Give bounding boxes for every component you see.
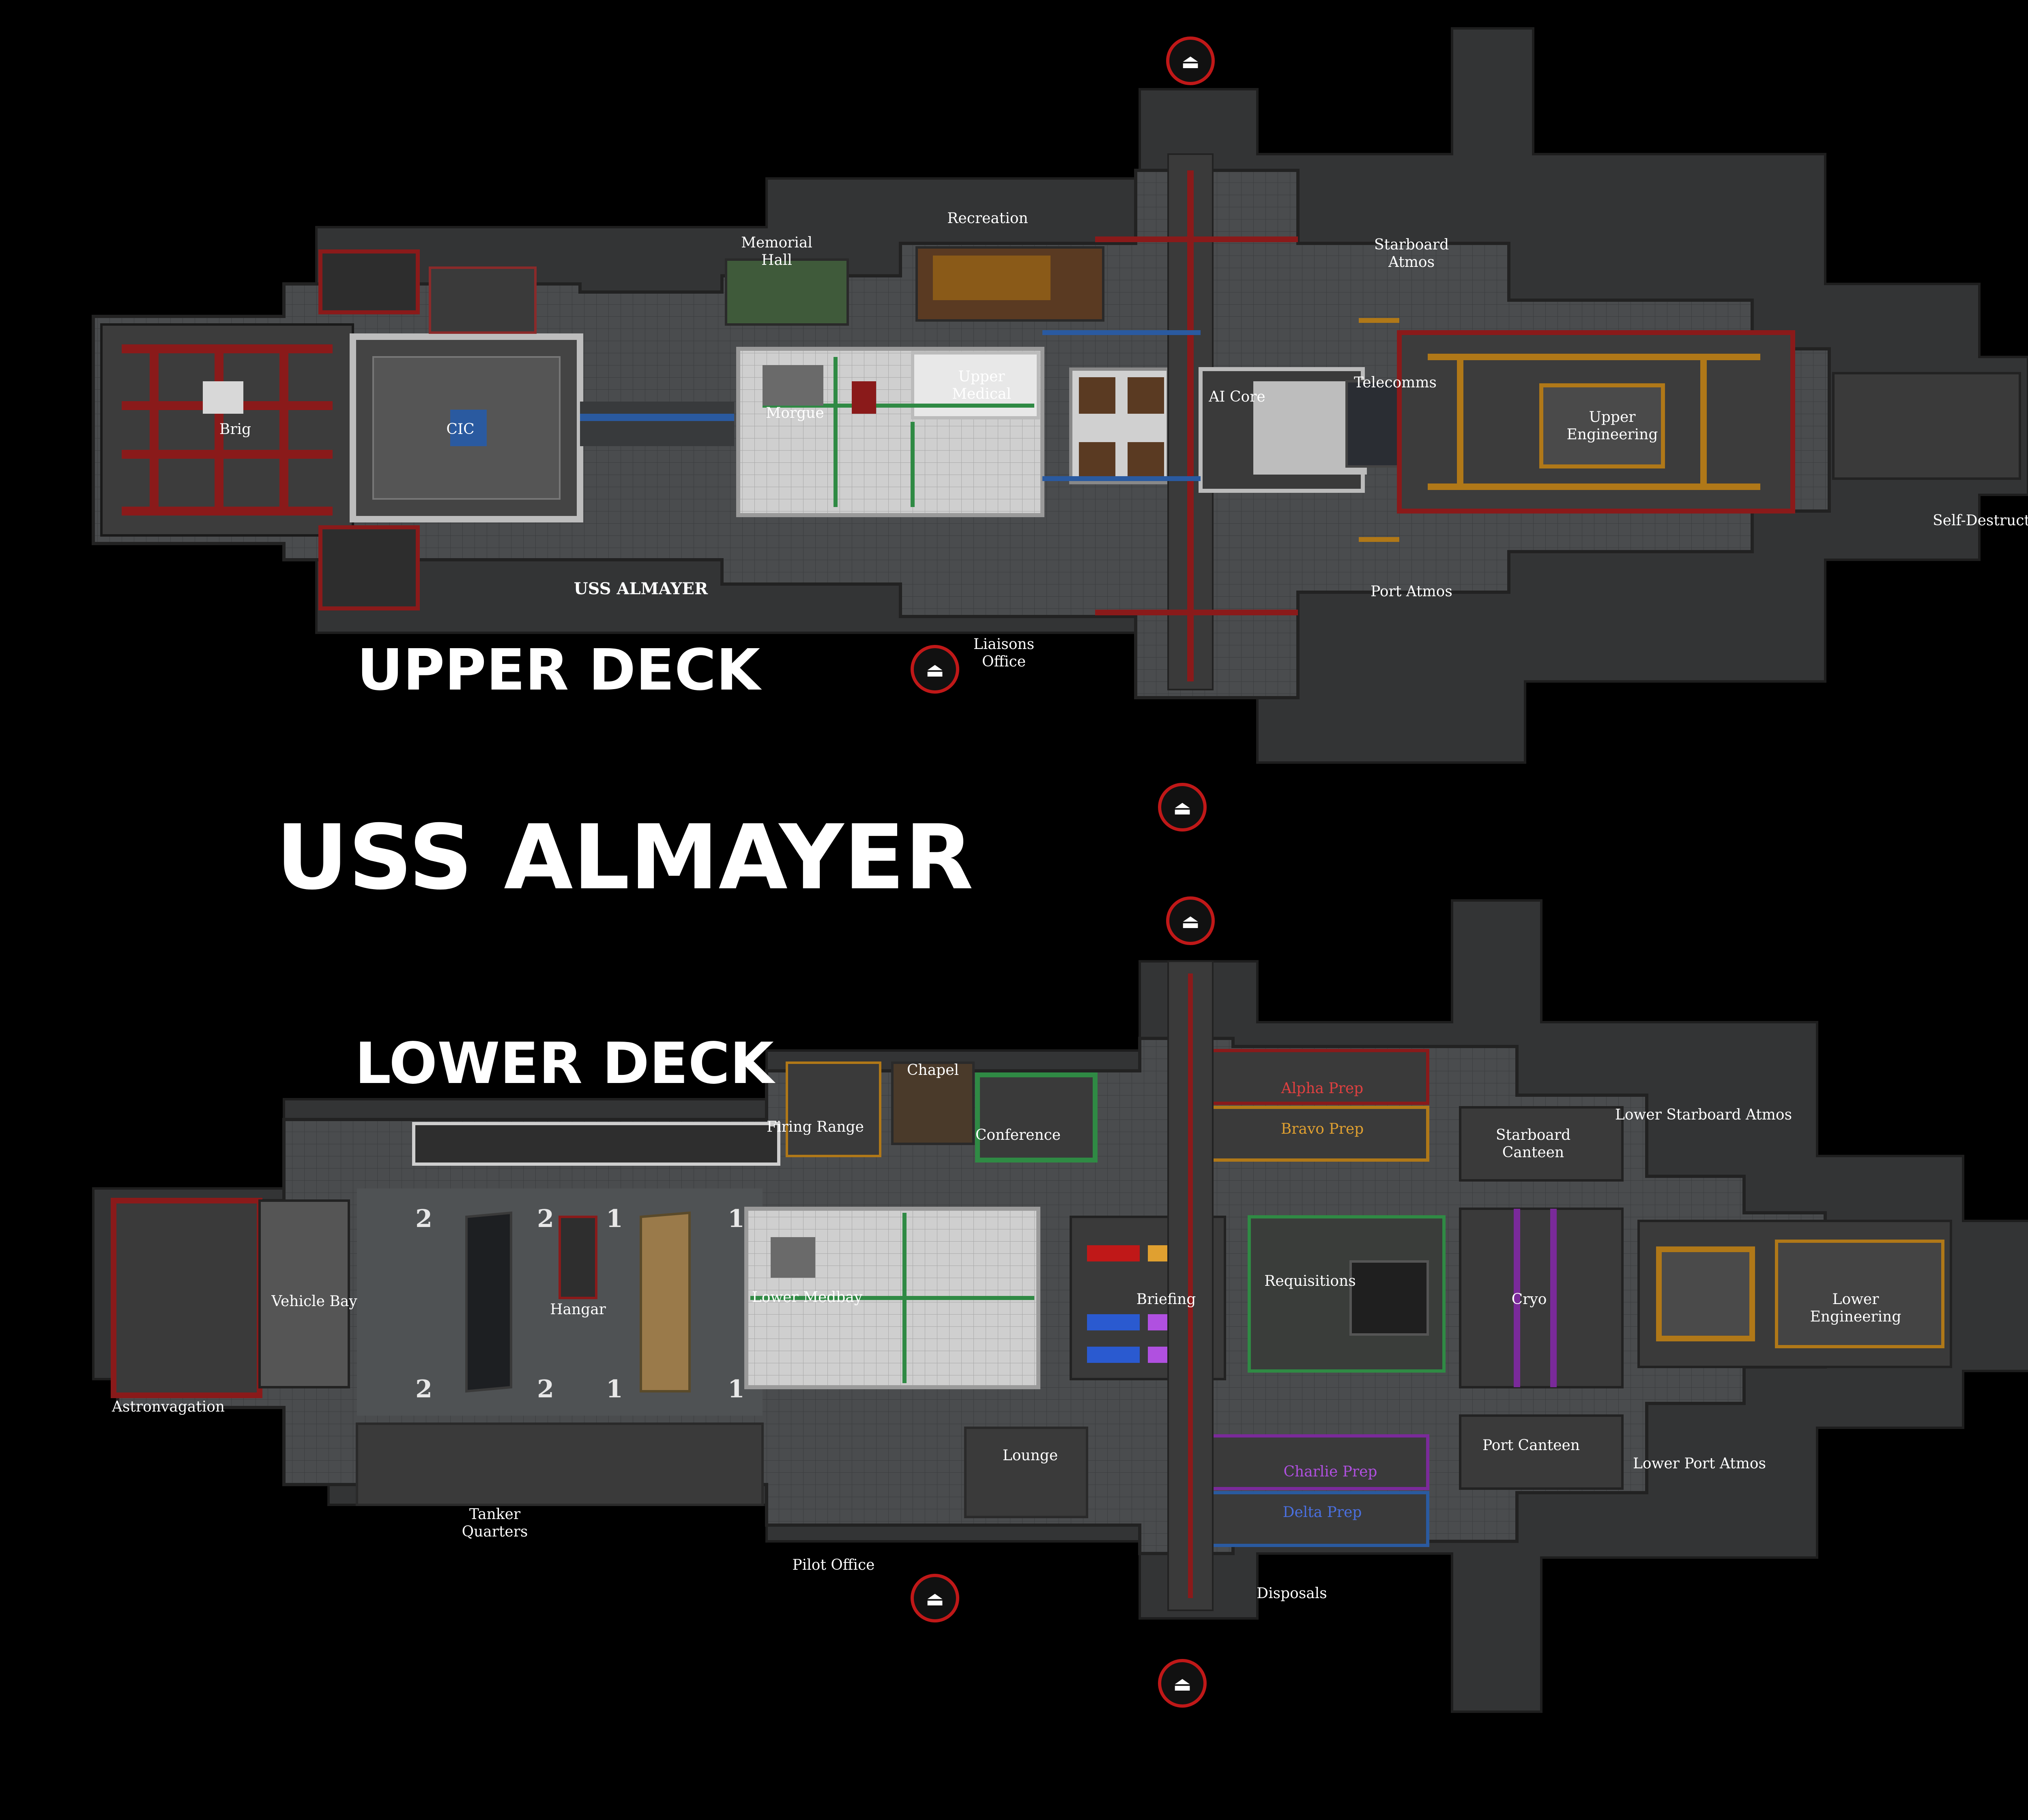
room-label: Bravo Prep (1281, 1121, 1364, 1137)
firing-range-area (786, 1061, 881, 1157)
room-label: Lower Port Atmos (1633, 1455, 1766, 1472)
room-label: Conference (975, 1127, 1061, 1143)
hangar-marker: 1 (606, 1375, 623, 1403)
room-label: AI Core (1208, 389, 1265, 405)
delta-prep-area (1199, 1491, 1429, 1547)
room-label: Port Canteen (1482, 1437, 1580, 1454)
lower-room-labels: Astronvagation Vehicle Bay Hangar Firing… (112, 1062, 1901, 1602)
room-label: Recreation (947, 210, 1028, 227)
hangar-marker: 2 (537, 1205, 554, 1233)
hangar-area (357, 1188, 763, 1416)
chapel-area (891, 1061, 975, 1145)
elevator-icon: ⏏ (926, 1588, 944, 1610)
hangar-marker: 2 (415, 1205, 432, 1233)
self-destruct-area (1832, 372, 2021, 480)
lower-elevator-pilot[interactable]: ⏏ (911, 1574, 959, 1622)
hangar-marker: 1 (728, 1375, 745, 1403)
upper-deck-heading: UPPER DECK (357, 637, 762, 703)
tanker-quarters-area (356, 1422, 764, 1506)
lower-elevator-bottom[interactable]: ⏏ (1158, 1659, 1207, 1708)
upper-elevator-liaison[interactable]: ⏏ (911, 645, 959, 694)
elevator-icon: ⏏ (926, 659, 944, 681)
upper-engineering-area (1397, 330, 1795, 514)
room-label: Lounge (1003, 1447, 1058, 1464)
room-label: Port Atmos (1371, 583, 1452, 600)
room-label: Pilot Office (793, 1557, 875, 1573)
room-label: Delta Prep (1283, 1504, 1362, 1521)
room-label: Hangar (550, 1301, 606, 1318)
room-label: Cryo (1512, 1291, 1547, 1308)
room-label: Charlie Prep (1284, 1463, 1377, 1480)
lower-deck-heading: LOWER DECK (355, 1031, 776, 1097)
room-label: Briefing (1136, 1291, 1196, 1308)
lower-deck-map (92, 899, 2028, 1713)
upper-deck-map (92, 27, 2028, 764)
cic-medical-corridor (580, 402, 734, 446)
room-label: Firing Range (767, 1119, 864, 1135)
lounge-area (964, 1427, 1088, 1518)
conference-area (975, 1072, 1098, 1162)
hangar-marker: 2 (415, 1375, 432, 1403)
astronavigation-area (111, 1198, 262, 1398)
alpha-prep-area (1199, 1049, 1429, 1105)
hangar-marker: 2 (537, 1375, 554, 1403)
cryo-area (1459, 1208, 1624, 1388)
memorial-hall-area (725, 258, 849, 326)
room-label: Morgue (766, 405, 824, 421)
room-label: Telecomms (1354, 374, 1437, 391)
starboard-canteen-area (1459, 1106, 1624, 1182)
elevator-icon: ⏏ (1181, 910, 1199, 933)
elevator-icon: ⏏ (1181, 50, 1199, 73)
room-label: Alpha Prep (1281, 1080, 1363, 1097)
lower-engineering-area (1637, 1220, 1952, 1368)
room-label: Requisitions (1264, 1273, 1356, 1289)
upper-elevator-top[interactable]: ⏏ (1166, 37, 1215, 85)
charlie-prep-area (1199, 1434, 1429, 1490)
room-label: Lower Medbay (752, 1289, 863, 1306)
vehicle-bay-area (258, 1199, 350, 1388)
room-label: Brig (219, 421, 251, 438)
hangar-marker: 1 (606, 1205, 623, 1233)
room-label: Disposals (1257, 1585, 1327, 1602)
room-label: Self-Destruct (1933, 512, 2028, 529)
cic-area (350, 266, 583, 522)
room-label: Astronvagation (112, 1399, 225, 1415)
main-title: USS ALMAYER (276, 806, 973, 909)
upper-elevator-bottom[interactable]: ⏏ (1158, 783, 1207, 832)
room-label: Chapel (907, 1062, 959, 1079)
room-label: Vehicle Bay (271, 1293, 357, 1310)
upper-hull-name: USS ALMAYER (574, 579, 708, 598)
room-label: Lower Starboard Atmos (1615, 1107, 1792, 1123)
lower-elevator-top[interactable]: ⏏ (1166, 896, 1215, 945)
hangar-marker: 1 (728, 1205, 745, 1233)
port-canteen-area (1459, 1414, 1624, 1490)
upper-medical-area (736, 347, 1170, 517)
brig-area (100, 249, 420, 610)
hangar-markers: 2 2 1 1 2 2 1 1 (415, 1205, 745, 1403)
elevator-icon: ⏏ (1173, 797, 1191, 819)
elevator-icon: ⏏ (1173, 1673, 1191, 1695)
lower-medbay-area (744, 1207, 1040, 1389)
room-label: CIC (446, 421, 474, 438)
